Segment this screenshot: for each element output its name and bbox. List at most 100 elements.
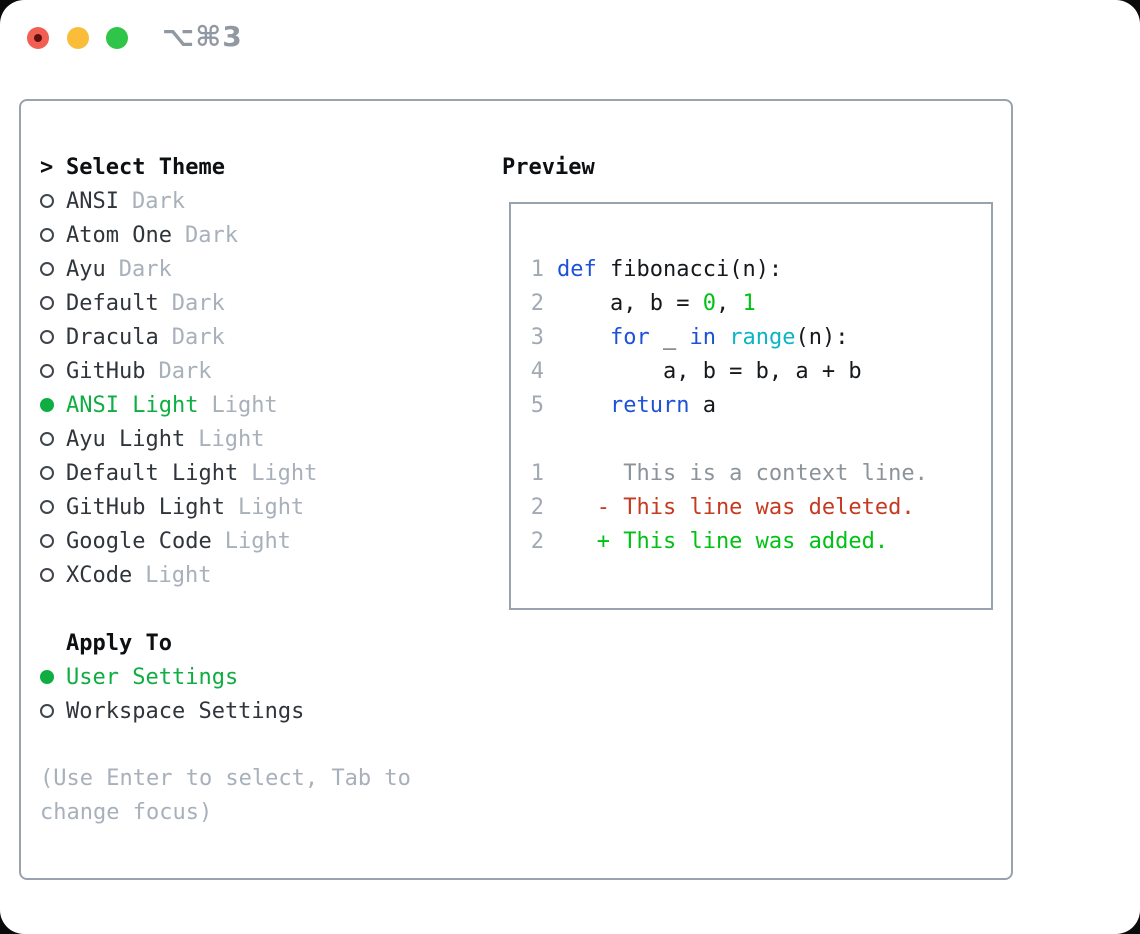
theme-option-tag: Dark	[158, 358, 212, 384]
theme-option-label: GitHub	[66, 358, 146, 384]
radio-icon	[40, 262, 54, 276]
code-segment: range	[729, 324, 796, 350]
theme-option-label: ANSI Light	[66, 392, 199, 418]
preview-code-line	[530, 422, 991, 456]
code-segment: return	[609, 392, 690, 418]
theme-option-tag: Dark	[171, 324, 225, 350]
select-theme-header: > Select Theme	[40, 150, 317, 184]
select-theme-title: Select Theme	[66, 154, 225, 180]
theme-option-label: ANSI	[66, 188, 119, 214]
close-button[interactable]	[27, 27, 49, 49]
minimize-button[interactable]	[67, 27, 89, 49]
code-segment: 1	[742, 290, 756, 316]
radio-icon	[40, 398, 54, 412]
radio-icon-wrap	[40, 398, 66, 412]
code-segment: (n):	[795, 324, 849, 350]
radio-icon	[40, 466, 54, 480]
theme-option-tag: Dark	[184, 222, 238, 248]
theme-option-label: Ayu	[66, 256, 106, 282]
radio-icon	[40, 432, 54, 446]
preview-code-line: 2 - This line was deleted.	[530, 490, 991, 524]
keyboard-hint: (Use Enter to select, Tab to change focu…	[40, 766, 411, 825]
preview-code-line: 2 a, b = 0, 1	[530, 286, 991, 320]
close-dot-icon	[34, 34, 42, 42]
line-number: 1	[530, 460, 544, 486]
apply-option-label: User Settings	[66, 664, 239, 690]
radio-icon-wrap	[40, 296, 66, 310]
theme-option[interactable]: XCode Light	[40, 558, 317, 592]
radio-icon	[40, 330, 54, 344]
theme-option[interactable]: Ayu Dark	[40, 252, 317, 286]
radio-icon	[40, 670, 54, 684]
preview-title: Preview	[502, 154, 595, 180]
line-number: 2	[530, 494, 544, 520]
theme-option[interactable]: Default Dark	[40, 286, 317, 320]
theme-option-tag: Dark	[171, 290, 225, 316]
theme-option[interactable]: Ayu Light Light	[40, 422, 317, 456]
theme-option-label: XCode	[66, 562, 133, 588]
code-segment: in	[689, 324, 716, 350]
theme-option-tag: Light	[145, 562, 212, 588]
theme-option[interactable]: ANSI Light Light	[40, 388, 317, 422]
radio-icon-wrap	[40, 466, 66, 480]
radio-icon	[40, 568, 54, 582]
code-segment: + This line was added.	[557, 528, 889, 554]
theme-option-tag: Light	[198, 426, 265, 452]
theme-option-label: Ayu Light	[66, 426, 186, 452]
line-number: 4	[530, 358, 544, 384]
apply-to-title: Apply To	[66, 630, 172, 656]
code-segment: This is a context line.	[557, 460, 928, 486]
radio-icon-wrap	[40, 228, 66, 242]
code-segment: - This line was deleted.	[557, 494, 915, 520]
line-number: 3	[530, 324, 544, 350]
preview-code-line: 3 for _ in range(n):	[530, 320, 991, 354]
code-segment: def	[557, 256, 597, 282]
theme-option[interactable]: GitHub Dark	[40, 354, 317, 388]
theme-option-tag: Dark	[131, 188, 185, 214]
code-segment: a	[689, 392, 716, 418]
radio-icon-wrap	[40, 364, 66, 378]
theme-option-tag: Dark	[118, 256, 172, 282]
code-segment	[557, 393, 610, 418]
preview-code-line: 2 + This line was added.	[530, 524, 991, 558]
radio-icon	[40, 228, 54, 242]
line-number: 2	[530, 290, 544, 316]
preview-code-line: 5 return a	[530, 388, 991, 422]
apply-to-header: Apply To	[40, 626, 304, 660]
code-segment: fibonacci(n):	[596, 256, 783, 282]
radio-icon	[40, 534, 54, 548]
radio-icon	[40, 194, 54, 208]
code-segment	[716, 325, 729, 350]
radio-icon-wrap	[40, 330, 66, 344]
window-shortcut-label: ⌥⌘3	[162, 20, 243, 53]
code-segment: a, b = b, a + b	[557, 358, 862, 384]
apply-option[interactable]: Workspace Settings	[40, 694, 304, 728]
apply-option-label: Workspace Settings	[66, 698, 305, 724]
radio-icon-wrap	[40, 568, 66, 582]
prompt-caret-icon: >	[40, 154, 54, 180]
theme-option-tag: Light	[211, 392, 278, 418]
radio-icon	[40, 296, 54, 310]
theme-option-label: Default	[66, 290, 159, 316]
preview-code-line: 4 a, b = b, a + b	[530, 354, 991, 388]
radio-icon	[40, 704, 54, 718]
radio-icon	[40, 500, 54, 514]
theme-option[interactable]: ANSI Dark	[40, 184, 317, 218]
code-segment: ,	[715, 290, 743, 316]
theme-option-label: Default Light	[66, 460, 239, 486]
zoom-button[interactable]	[106, 27, 128, 49]
code-segment	[557, 325, 610, 350]
apply-option[interactable]: User Settings	[40, 660, 304, 694]
radio-icon-wrap	[40, 432, 66, 446]
